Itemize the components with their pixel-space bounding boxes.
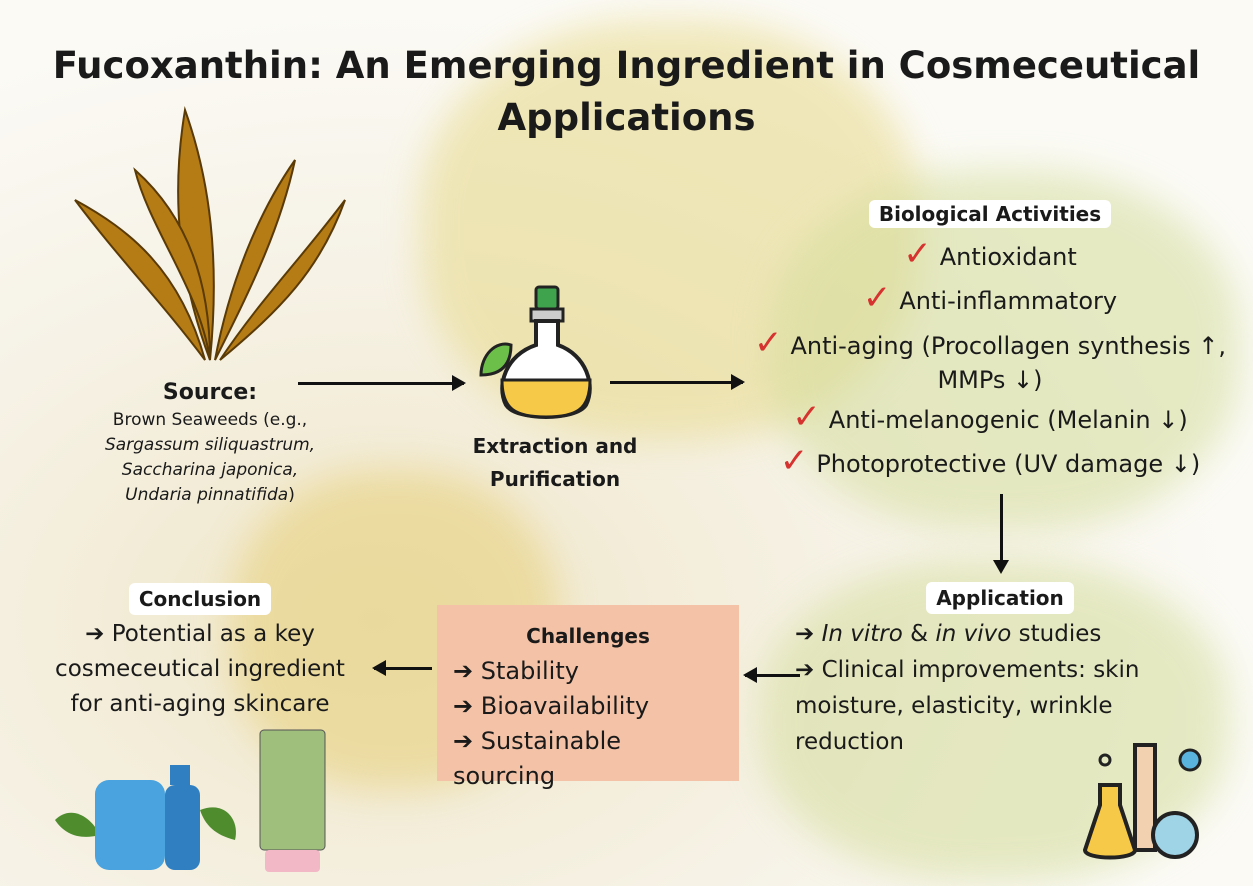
studies: studies: [1011, 621, 1102, 647]
conclusion-line: cosmeceutical ingredient: [55, 656, 345, 682]
page-title: Fucoxanthin: An Emerging Ingredient in C…: [52, 44, 1201, 139]
in-vivo: in vivo: [935, 621, 1012, 647]
extraction-flask-icon: [479, 285, 592, 419]
arrow-challenges-to-conclusion: [372, 660, 432, 676]
source-line: Brown Seaweeds (e.g.,: [112, 410, 308, 430]
arrow-extraction-to-activities: [610, 374, 745, 390]
extraction-line1: Extraction and: [472, 434, 638, 458]
activity-item: ✓Anti-aging (Procollagen synthesis ↑, MMP…: [745, 326, 1235, 397]
source-close: ): [288, 485, 295, 505]
activity-item: ✓Photoprotective (UV damage ↓): [745, 441, 1235, 485]
challenge-item: ➔ Sustainable sourcing: [453, 727, 622, 790]
activity-label: Anti-inflammatory: [899, 287, 1118, 315]
check-icon: ✓: [903, 234, 932, 274]
species-1: Sargassum siliquastrum,: [104, 435, 316, 455]
check-icon: ✓: [753, 323, 783, 363]
conclusion-block: Conclusion ➔ Potential as a key cosmeceu…: [30, 582, 370, 722]
activity-label: Anti-aging (Procollagen synthesis ↑,: [790, 332, 1227, 360]
activities-block: Biological Activities ✓Antioxidant ✓Anti…: [745, 200, 1235, 485]
conclusion-line: ➔ Potential as a key: [85, 621, 315, 647]
challenge-item: ➔ Bioavailability: [453, 692, 650, 720]
arrow-glyph: ➔: [795, 621, 822, 647]
activity-item: ✓Anti-melanogenic (Melanin ↓): [745, 397, 1235, 441]
application-item-2b: moisture, elasticity, wrinkle: [795, 693, 1113, 719]
arrow-application-to-challenges: [743, 667, 800, 683]
extraction-label: Extraction and Purification: [450, 430, 660, 496]
conclusion-heading: Conclusion: [128, 583, 272, 615]
species-2: Saccharina japonica,: [121, 460, 299, 480]
seaweed-icon: [74, 106, 346, 361]
activity-label: Photoprotective (UV damage ↓): [816, 450, 1201, 478]
challenge-item: ➔ Stability: [453, 657, 579, 685]
source-heading: Source:: [162, 380, 258, 405]
application-block: Application ➔ In vitro & in vivo studies…: [795, 580, 1235, 760]
activity-item: ✓Anti-inflammatory: [745, 278, 1235, 322]
arrow-activities-to-application: [993, 494, 1009, 574]
conclusion-line: for anti-aging skincare: [70, 691, 330, 717]
source-block: Source: Brown Seaweeds (e.g., Sargassum …: [70, 378, 350, 508]
challenges-heading: Challenges: [526, 624, 650, 648]
application-item-2: ➔ Clinical improvements: skin: [795, 657, 1140, 683]
skincare-products-icon: [55, 729, 326, 872]
arrow-source-to-extraction: [298, 375, 466, 391]
check-icon: ✓: [779, 441, 809, 481]
activity-label-cont: MMPs ↓): [937, 366, 1043, 394]
check-icon: ✓: [862, 278, 892, 318]
activity-label: Anti-melanogenic (Melanin ↓): [828, 406, 1188, 434]
activities-heading: Biological Activities: [868, 200, 1112, 228]
extraction-line2: Purification: [489, 467, 621, 491]
lab-flasks-icon: [1082, 743, 1202, 860]
application-item-1: ➔ In vitro & in vivo studies: [795, 616, 1235, 652]
in-vitro: In vitro: [821, 621, 903, 647]
application-item-2c: reduction: [795, 729, 904, 755]
application-heading: Application: [926, 582, 1074, 614]
challenges-box: Challenges ➔ Stability ➔ Bioavailability…: [437, 605, 739, 790]
check-icon: ✓: [792, 397, 821, 437]
activity-label: Antioxidant: [939, 243, 1077, 271]
species-3: Undaria pinnatifida: [125, 485, 289, 505]
amp: &: [902, 621, 936, 647]
activity-item: ✓Antioxidant: [745, 234, 1235, 278]
